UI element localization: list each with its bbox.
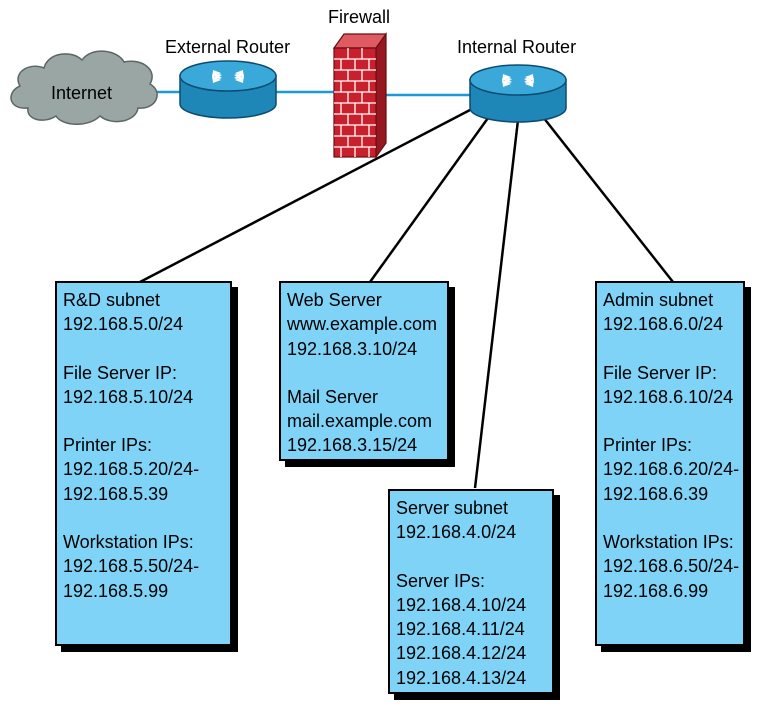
admin-subnet-title: Admin subnet — [603, 290, 714, 310]
rd-subnet-box: R&D subnet 192.168.5.0/24 File Server IP… — [55, 281, 232, 646]
rd-printer-ip-end: 192.168.5.39 — [63, 483, 169, 504]
link-internal-router-to-server — [473, 119, 520, 489]
admin-file-server-heading: File Server IP: — [603, 362, 718, 383]
rd-subnet-network: 192.168.5.0/24 — [63, 314, 184, 335]
server-ip-3: 192.168.4.12/24 — [396, 643, 527, 664]
admin-file-server-ip: 192.168.6.10/24 — [603, 386, 734, 407]
rd-file-server-ip: 192.168.5.10/24 — [63, 386, 194, 407]
internal-router-icon — [469, 64, 567, 123]
server-subnet-box: Server subnet 192.168.4.0/24 Server IPs:… — [388, 489, 554, 694]
web-mail-server-box: Web Server www.example.com 192.168.3.10/… — [279, 281, 449, 461]
rd-printer-heading: Printer IPs: — [63, 435, 153, 456]
firewall-icon — [332, 32, 388, 159]
internet-label: Internet — [51, 83, 113, 103]
rd-printer-ip-start: 192.168.5.20/24- — [63, 459, 200, 480]
link-internal-router-to-web — [368, 117, 490, 283]
admin-workstation-ip-end: 192.168.6.99 — [603, 580, 709, 601]
internet-cloud-icon — [10, 50, 158, 125]
rd-workstation-ip-end: 192.168.5.99 — [63, 580, 169, 601]
internal-router-label: Internal Router — [457, 37, 577, 57]
web-server-title: Web Server — [287, 290, 382, 310]
link-internal-router-to-admin — [542, 116, 674, 283]
web-server-ip: 192.168.3.10/24 — [287, 338, 418, 359]
rd-subnet-title: R&D subnet — [63, 290, 161, 310]
server-ip-2: 192.168.4.11/24 — [396, 619, 525, 640]
mail-server-ip: 192.168.3.15/24 — [287, 435, 418, 456]
external-router-icon — [179, 60, 277, 119]
link-internal-router-to-rd — [139, 108, 471, 284]
rd-file-server-heading: File Server IP: — [63, 362, 178, 383]
mail-server-title: Mail Server — [287, 386, 379, 407]
mail-server-hostname: mail.example.com — [287, 411, 433, 432]
server-subnet-network: 192.168.4.0/24 — [396, 522, 517, 543]
connection-lines — [139, 108, 674, 489]
external-router-label: External Router — [165, 37, 291, 57]
rd-workstation-ip-start: 192.168.5.50/24- — [63, 556, 200, 577]
admin-subnet-box: Admin subnet 192.168.6.0/24 File Server … — [595, 281, 745, 646]
admin-workstation-heading: Workstation IPs: — [603, 532, 734, 553]
admin-printer-heading: Printer IPs: — [603, 435, 693, 456]
server-ip-1: 192.168.4.10/24 — [396, 594, 527, 615]
admin-printer-ip-end: 192.168.6.39 — [603, 483, 709, 504]
server-ips-heading: Server IPs: — [396, 570, 486, 591]
server-ip-4: 192.168.4.13/24 — [396, 667, 527, 688]
server-subnet-title: Server subnet — [396, 498, 509, 518]
web-server-hostname: www.example.com — [287, 314, 438, 335]
admin-subnet-network: 192.168.6.0/24 — [603, 314, 724, 335]
rd-workstation-heading: Workstation IPs: — [63, 532, 194, 553]
admin-workstation-ip-start: 192.168.6.50/24- — [603, 556, 740, 577]
admin-printer-ip-start: 192.168.6.20/24- — [603, 459, 740, 480]
firewall-label: Firewall — [328, 7, 391, 27]
